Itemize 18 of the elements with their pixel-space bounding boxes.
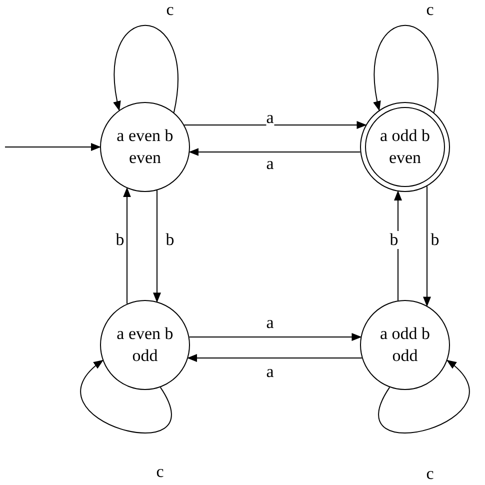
arrow [187,354,362,362]
state-label: a odd b odd [378,323,432,367]
state-label: a even b odd [116,323,174,367]
arrow [184,121,367,129]
arrow [114,24,178,114]
arrow [394,190,402,302]
edge-label: b [390,231,398,249]
arrow [153,190,161,303]
arrow [188,333,362,341]
arrow [188,148,361,156]
arrow [378,360,470,434]
arrow [4,143,101,151]
arrow [374,24,438,114]
arrow [423,186,431,307]
state-label: a even b even [116,125,174,169]
arrow [123,187,131,304]
arrow [80,360,172,434]
state-label: a odd b even [378,125,432,169]
